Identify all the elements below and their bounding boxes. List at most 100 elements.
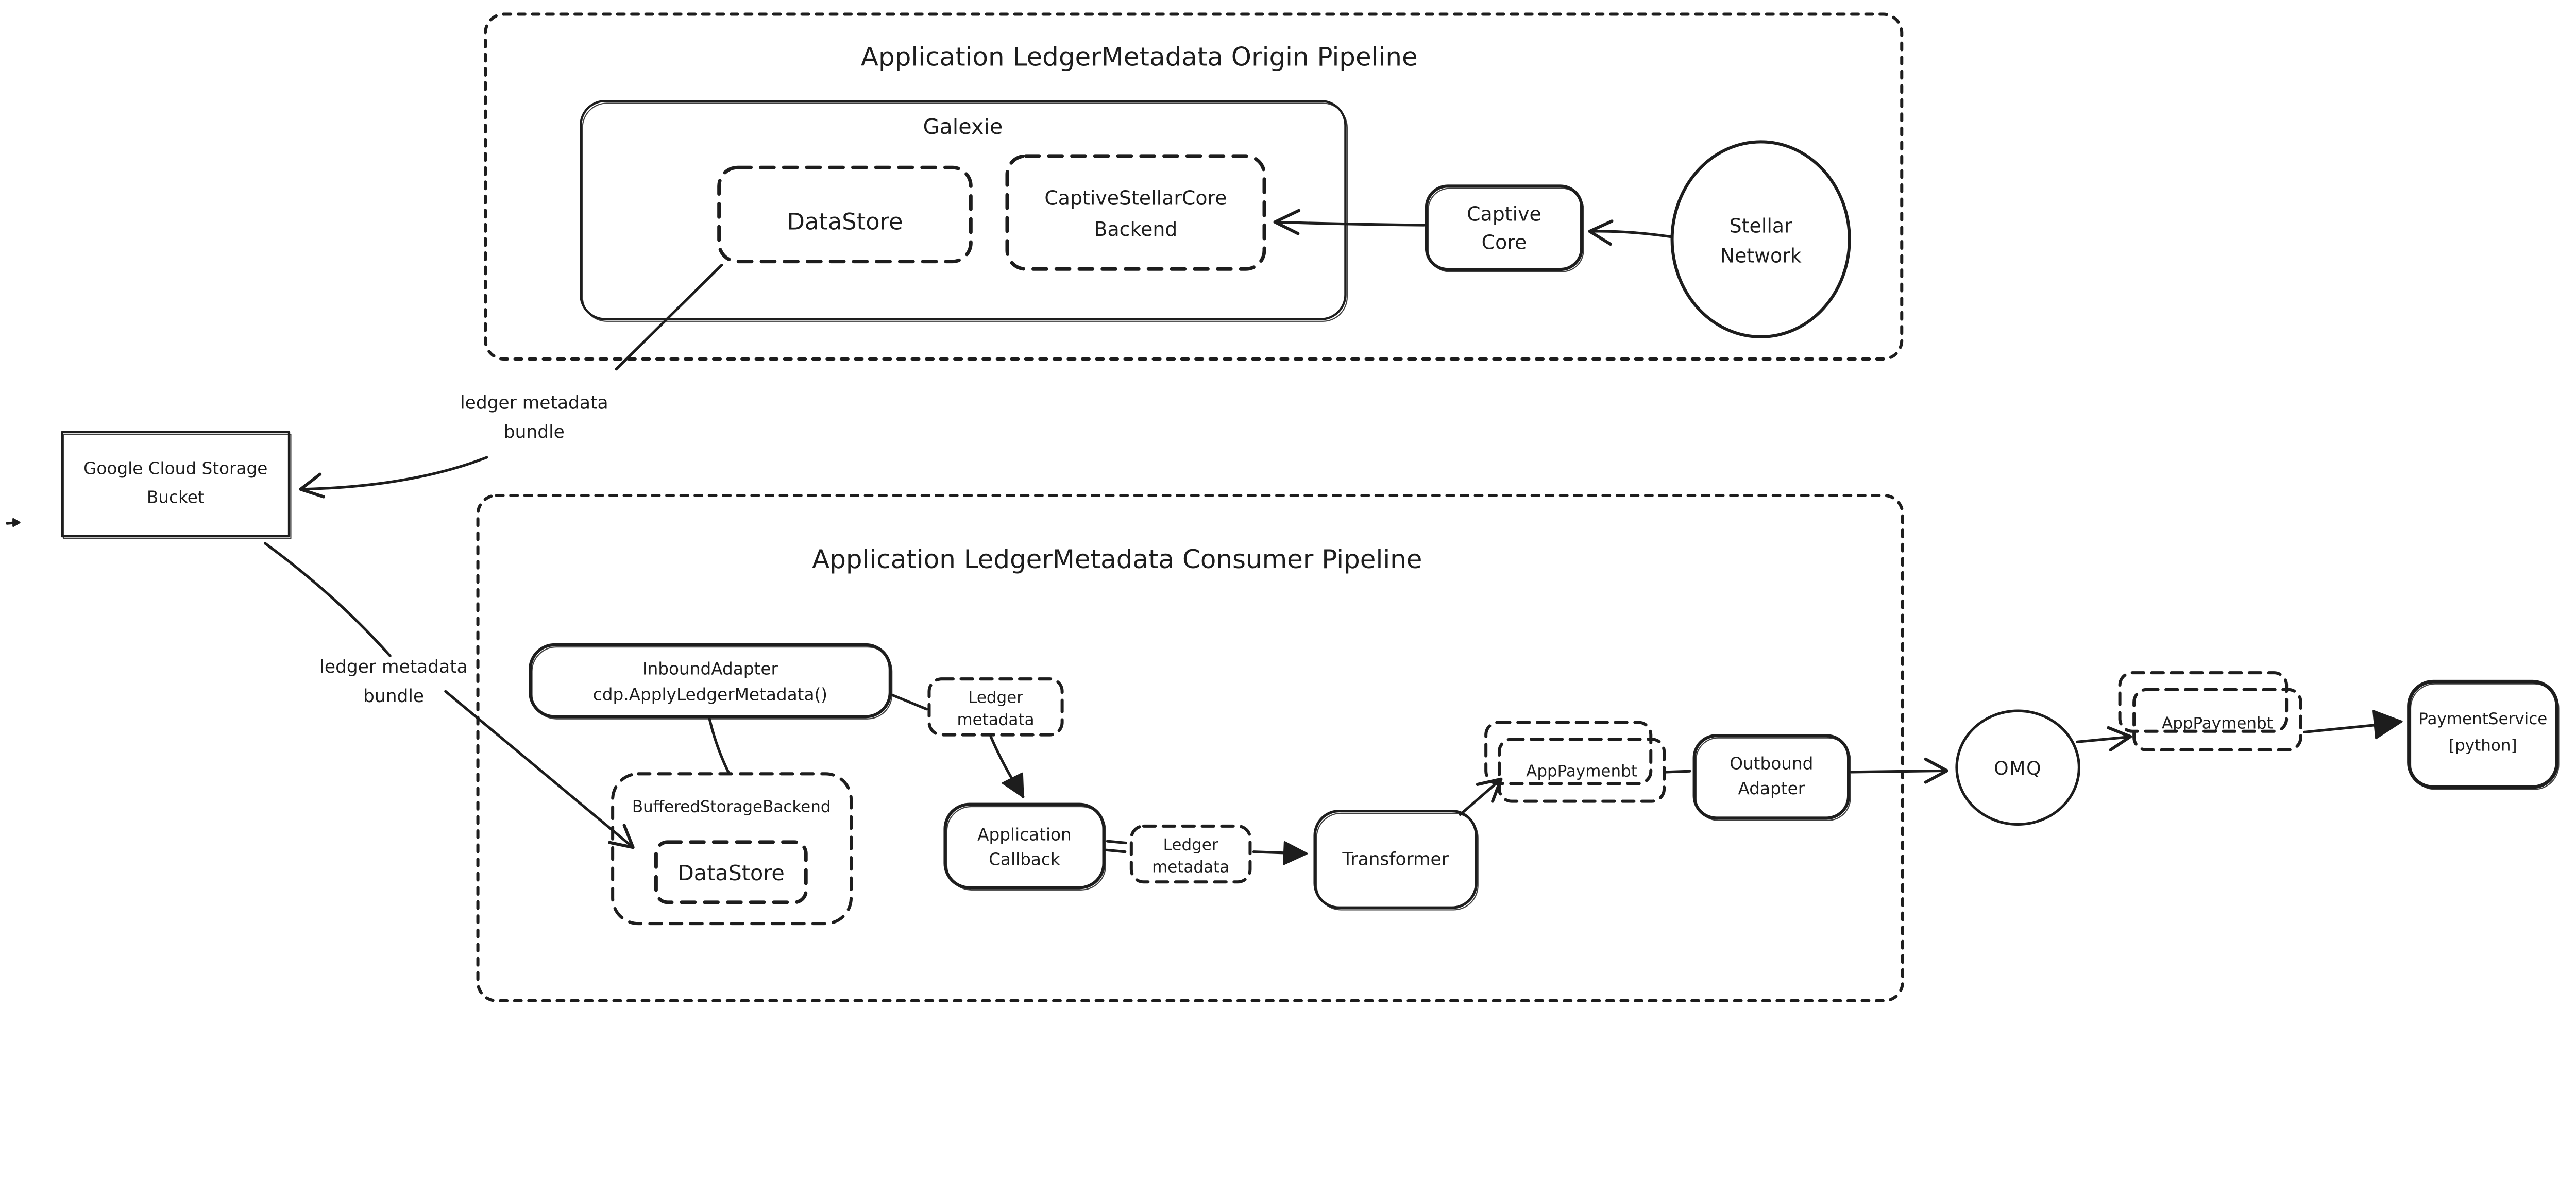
outbound-adapter-label-line1: Outbound bbox=[1730, 754, 1813, 774]
gcs-bucket-box bbox=[61, 431, 291, 538]
application-callback-label-line1: Application bbox=[977, 825, 1072, 844]
gcs-bucket-box-echo bbox=[63, 434, 292, 539]
arrow-captive-core-to-backend bbox=[1273, 209, 1426, 235]
consumer-datastore-label: DataStore bbox=[677, 861, 785, 885]
bundle-top-line2: bundle bbox=[504, 422, 565, 442]
payment-service-label-line2: [python] bbox=[2449, 737, 2517, 755]
buffered-storage-backend-node: BufferedStorageBackend DataStore bbox=[611, 772, 853, 926]
inbound-adapter-box-echo bbox=[531, 646, 893, 720]
transformer-node: Transformer bbox=[1313, 810, 1479, 911]
apppaymenbt-right-label: AppPaymenbt bbox=[2162, 714, 2273, 733]
inbound-adapter-label-line2: cdp.ApplyLedgerMetadata() bbox=[593, 685, 827, 704]
outbound-adapter-box-echo bbox=[1695, 737, 1851, 821]
outbound-adapter-box bbox=[1692, 734, 1851, 820]
arrow-stellar-network-to-captive-core bbox=[1588, 219, 1672, 246]
apppaymenbt-left-label: AppPaymenbt bbox=[1526, 762, 1637, 780]
bundle-top-line1: ledger metadata bbox=[460, 392, 608, 413]
origin-datastore-label: DataStore bbox=[787, 208, 903, 235]
arrow-ledger-metadata-1-to-callback bbox=[989, 735, 1025, 798]
payment-service-box-echo bbox=[2410, 683, 2560, 790]
architecture-diagram: Application LedgerMetadata Origin Pipeli… bbox=[6, 12, 2560, 1002]
inbound-adapter-node: InboundAdapter cdp.ApplyLedgerMetadata() bbox=[529, 643, 893, 720]
apppaymenbt-right-box-front bbox=[2132, 688, 2302, 751]
ledger-metadata-2-line1: Ledger bbox=[1163, 835, 1218, 854]
line-inbound-adapter-to-bsb bbox=[708, 716, 731, 775]
arrow-apppaymenbt-right-to-payment-service bbox=[2302, 710, 2403, 740]
line-callback-to-ledger-metadata-2 bbox=[1105, 840, 1128, 853]
galexie-node: Galexie bbox=[580, 100, 1348, 322]
ledger-metadata-2-line2: metadata bbox=[1152, 858, 1229, 876]
captive-core-label-line1: Captive bbox=[1467, 202, 1541, 225]
omq-label: OMQ bbox=[1994, 757, 2042, 779]
transformer-box-echo bbox=[1316, 812, 1479, 911]
arrow-ledger-metadata-2-to-transformer bbox=[1252, 841, 1308, 865]
application-callback-node: Application Callback bbox=[943, 802, 1107, 891]
inbound-adapter-label-line1: InboundAdapter bbox=[642, 659, 778, 679]
captive-core-node: Captive Core bbox=[1425, 184, 1584, 272]
captive-stellar-core-backend-label-line1: CaptiveStellarCore bbox=[1044, 187, 1227, 210]
stellar-network-node: Stellar Network bbox=[1670, 140, 1851, 338]
line-apppaymenbt-left-to-outbound-adapter bbox=[1664, 770, 1691, 774]
consumer-pipeline-container bbox=[476, 493, 1905, 1002]
apppaymenbt-right-stack: AppPaymenbt bbox=[2118, 671, 2302, 751]
omq-ellipse bbox=[1955, 709, 2081, 826]
consumer-pipeline-title: Application LedgerMetadata Consumer Pipe… bbox=[812, 544, 1422, 574]
origin-datastore-box bbox=[717, 165, 973, 264]
payment-service-node: PaymentService [python] bbox=[2407, 679, 2560, 790]
application-callback-label-line2: Callback bbox=[989, 850, 1060, 869]
apppaymenbt-left-box-back bbox=[1484, 721, 1653, 785]
payment-service-box bbox=[2407, 679, 2559, 789]
captive-core-box-echo bbox=[1428, 187, 1584, 272]
arrow-omq-to-apppaymenbt-right bbox=[2076, 726, 2132, 751]
apppaymenbt-right-box-back bbox=[2118, 671, 2289, 733]
origin-pipeline-container bbox=[484, 12, 1904, 361]
application-callback-box-echo bbox=[946, 806, 1107, 891]
apppaymenbt-left-stack: AppPaymenbt bbox=[1484, 721, 1666, 803]
stray-cursor-arrow bbox=[6, 518, 21, 527]
captive-core-label-line2: Core bbox=[1482, 231, 1527, 254]
bundle-bottom-line2: bundle bbox=[363, 686, 424, 707]
stellar-network-label-line2: Network bbox=[1720, 244, 1802, 267]
payment-service-label-line1: PaymentService bbox=[2418, 710, 2547, 728]
captive-stellar-core-backend-box bbox=[1005, 154, 1266, 271]
buffered-storage-backend-label: BufferedStorageBackend bbox=[632, 797, 831, 816]
bundle-bottom-line1: ledger metadata bbox=[319, 657, 467, 677]
gcs-bucket-node: Google Cloud Storage Bucket bbox=[61, 431, 292, 539]
galexie-box bbox=[580, 100, 1347, 320]
inbound-adapter-box bbox=[529, 643, 892, 719]
galexie-box-echo bbox=[582, 102, 1348, 322]
consumer-datastore-box bbox=[654, 840, 808, 904]
application-callback-box bbox=[943, 802, 1106, 890]
consumer-datastore-node: DataStore bbox=[654, 840, 808, 904]
ledger-metadata-1-line2: metadata bbox=[957, 711, 1034, 729]
ledger-metadata-node-1: Ledger metadata bbox=[927, 677, 1064, 737]
outbound-adapter-label-line2: Adapter bbox=[1738, 779, 1805, 798]
outbound-adapter-node: Outbound Adapter bbox=[1692, 734, 1851, 821]
ledger-metadata-node-2: Ledger metadata bbox=[1129, 824, 1252, 884]
stellar-network-ellipse bbox=[1670, 140, 1851, 338]
origin-datastore-node: DataStore bbox=[717, 165, 973, 264]
buffered-storage-backend-box bbox=[611, 772, 853, 926]
consumer-pipeline-group: Application LedgerMetadata Consumer Pipe… bbox=[476, 493, 1905, 1002]
origin-pipeline-title: Application LedgerMetadata Origin Pipeli… bbox=[861, 42, 1418, 72]
omq-node: OMQ bbox=[1955, 709, 2081, 826]
arrow-gcs-to-consumer-datastore bbox=[263, 542, 635, 849]
ledger-metadata-box-1 bbox=[927, 677, 1064, 737]
captive-stellar-core-backend-node: CaptiveStellarCore Backend bbox=[1005, 154, 1266, 271]
ledger-metadata-1-line1: Ledger bbox=[968, 689, 1023, 707]
captive-core-box bbox=[1425, 184, 1584, 271]
apppaymenbt-left-box-front bbox=[1497, 738, 1666, 803]
galexie-label: Galexie bbox=[923, 114, 1003, 139]
transformer-label: Transformer bbox=[1342, 849, 1449, 870]
stellar-network-label-line1: Stellar bbox=[1730, 215, 1792, 237]
transformer-box bbox=[1313, 810, 1478, 909]
whiteboard-canvas: Application LedgerMetadata Origin Pipeli… bbox=[6, 12, 2560, 1002]
ledger-metadata-bundle-label-top: ledger metadata bundle bbox=[460, 392, 608, 442]
line-inbound-adapter-to-ledger-metadata-1 bbox=[890, 693, 928, 711]
arrow-origin-datastore-to-gcs bbox=[299, 263, 723, 499]
gcs-bucket-label-line2: Bucket bbox=[147, 488, 205, 507]
ledger-metadata-box-2 bbox=[1129, 824, 1252, 884]
gcs-bucket-label-line1: Google Cloud Storage bbox=[83, 459, 267, 479]
ledger-metadata-bundle-label-bottom: ledger metadata bundle bbox=[319, 657, 467, 707]
arrow-outbound-adapter-to-omq bbox=[1850, 757, 1949, 784]
